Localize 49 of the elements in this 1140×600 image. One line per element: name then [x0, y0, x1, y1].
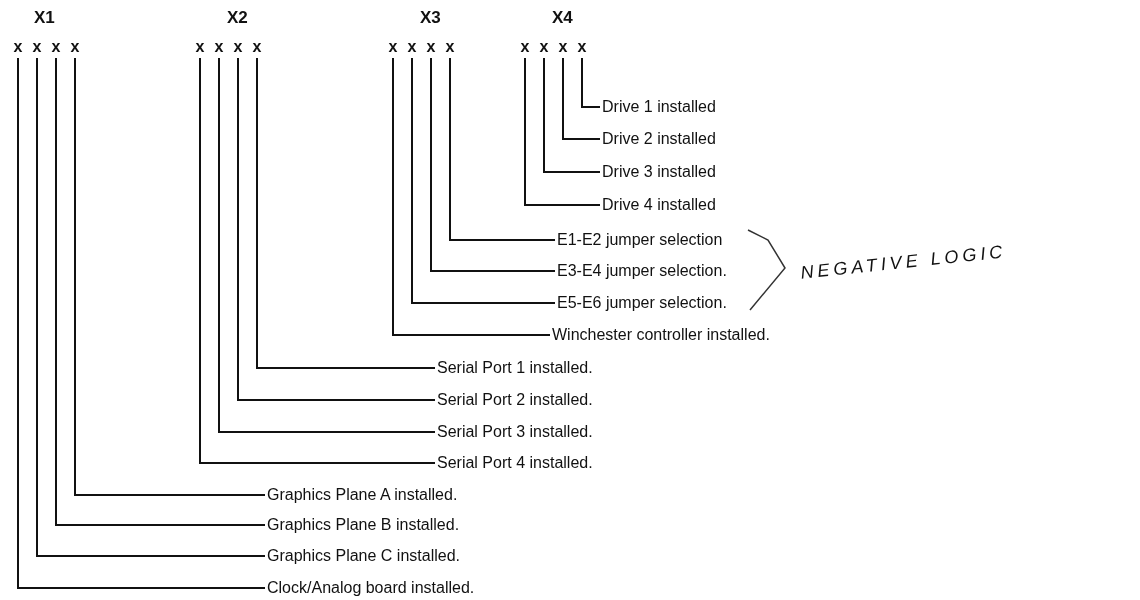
group-heading: X2	[227, 8, 248, 28]
bit-mark: x	[405, 38, 419, 56]
bit-description: Clock/Analog board installed.	[267, 578, 475, 598]
leader-line	[411, 57, 556, 304]
leader-line	[562, 57, 601, 140]
leader-line	[199, 57, 436, 464]
bit-description: Winchester controller installed.	[552, 325, 770, 345]
bit-mark: x	[11, 38, 25, 56]
bit-description: Graphics Plane B installed.	[267, 515, 460, 535]
bit-mark: x	[30, 38, 44, 56]
leader-line	[524, 57, 601, 206]
group-heading: X1	[34, 8, 55, 28]
group-heading: X4	[552, 8, 573, 28]
bit-mark: x	[424, 38, 438, 56]
leader-line	[218, 57, 436, 433]
bit-mark: x	[556, 38, 570, 56]
bit-description: Serial Port 1 installed.	[437, 358, 593, 378]
bit-mark: x	[250, 38, 264, 56]
leader-line	[256, 57, 436, 369]
leader-line	[581, 57, 601, 108]
leader-line	[449, 57, 556, 241]
bit-mark: x	[518, 38, 532, 56]
group-heading: X3	[420, 8, 441, 28]
bit-mark: x	[231, 38, 245, 56]
bit-description: E5-E6 jumper selection.	[557, 293, 727, 313]
bit-description: Drive 2 installed	[602, 129, 716, 149]
bit-mark: x	[49, 38, 63, 56]
bit-description: E3-E4 jumper selection.	[557, 261, 727, 281]
bit-description: Serial Port 4 installed.	[437, 453, 593, 473]
bit-description: Serial Port 3 installed.	[437, 422, 593, 442]
bit-mark: x	[212, 38, 226, 56]
bit-mark: x	[386, 38, 400, 56]
leader-line	[237, 57, 436, 401]
bit-description: Graphics Plane A installed.	[267, 485, 458, 505]
bit-description: Drive 4 installed	[602, 195, 716, 215]
leader-line	[392, 57, 551, 336]
bit-description: E1-E2 jumper selection	[557, 230, 723, 250]
handwritten-note: NEGATIVE LOGIC	[799, 241, 1008, 283]
bit-mark: x	[443, 38, 457, 56]
bit-mark: x	[537, 38, 551, 56]
bit-description: Drive 1 installed	[602, 97, 716, 117]
bit-mark: x	[575, 38, 589, 56]
bit-mark: x	[68, 38, 82, 56]
leader-line	[543, 57, 601, 173]
bit-description: Drive 3 installed	[602, 162, 716, 182]
leader-line	[430, 57, 556, 272]
bit-description: Graphics Plane C installed.	[267, 546, 460, 566]
bit-description: Serial Port 2 installed.	[437, 390, 593, 410]
bit-mark: x	[193, 38, 207, 56]
